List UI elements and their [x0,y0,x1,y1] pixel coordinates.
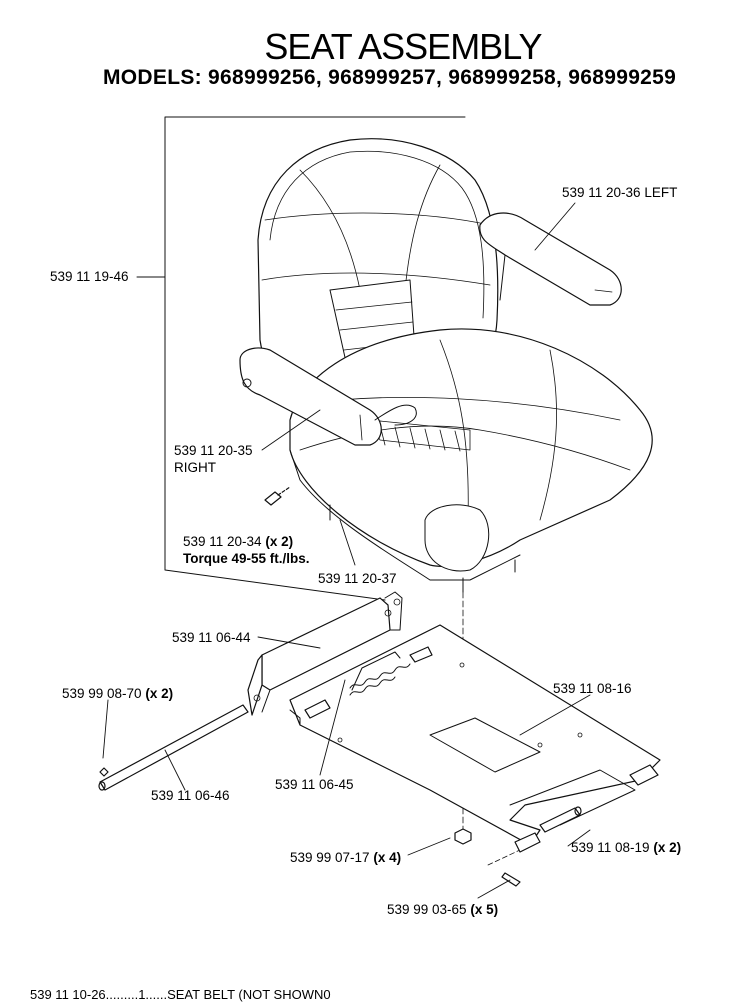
pin-clip-qty: (x 2) [145,686,174,701]
parts-list-description: SEAT BELT (NOT SHOWN0 [167,987,331,1002]
parts-list: 539 11 10-26.........1......SEAT BELT (N… [30,986,331,1004]
leader-lines [102,202,591,899]
cotter-pin-qty: (x 5) [470,902,499,917]
callout-armrest-right-side: RIGHT [174,460,216,475]
callout-cotter-pin: 539 99 03-65 (x 5) [387,902,498,918]
callout-seat-pan: 539 11 20-37 [318,571,397,586]
hinge-rod-illustration [98,704,249,791]
callout-seat-plate: 539 11 08-16 [553,681,632,696]
callout-hinge-rod: 539 11 06-46 [151,788,230,803]
nut-qty: (x 4) [373,850,402,865]
cotter-pin-part-number: 539 99 03-65 [387,902,467,917]
parts-list-part-number: 539 11 10-26 [30,987,106,1002]
torque-spec: Torque 49-55 ft./lbs. [183,551,310,566]
seat-plate-illustration [289,624,661,853]
nut-part-number: 539 99 07-17 [290,850,370,865]
spring-illustration [349,651,411,696]
callout-armrest-left: 539 11 20-36 LEFT [562,185,678,200]
roller-illustration [539,806,582,833]
roller-part-number: 539 11 08-19 [571,840,650,855]
callout-seat-assembly: 539 11 19-46 [50,269,129,284]
pin-clip-part-number: 539 99 08-70 [62,686,142,701]
cotter-pin-illustration [501,872,521,887]
callout-pin-clip: 539 99 08-70 (x 2) [62,686,173,702]
seat-cushion [289,328,653,567]
parts-list-qty: 1 [138,987,146,1002]
callout-spring: 539 11 06-45 [275,777,354,792]
callout-nut: 539 99 07-17 (x 4) [290,850,401,866]
nut-illustration [454,828,472,845]
models-subtitle: MODELS: 968999256, 968999257, 968999258,… [103,66,677,89]
seat-illustration [239,138,653,593]
left-armrest [479,212,622,306]
callout-hinge-bracket: 539 11 06-44 [172,630,251,645]
assembly-bracket-line [136,116,466,601]
callout-armrest-right: 539 11 20-35 [174,443,253,458]
callout-roller: 539 11 08-19 (x 2) [571,840,681,856]
bolt-part-number: 539 11 20-34 [183,534,262,549]
right-armrest [239,347,382,446]
parts-list-row: 539 11 10-26.........1......SEAT BELT (N… [30,987,331,1002]
page-title: SEAT ASSEMBLY [264,26,542,67]
hinge-bracket-illustration [247,591,403,716]
callout-bolt: 539 11 20-34 (x 2) [183,534,293,550]
roller-qty: (x 2) [653,840,682,855]
bolt-qty: (x 2) [265,534,294,549]
bolt-parts [264,486,291,506]
